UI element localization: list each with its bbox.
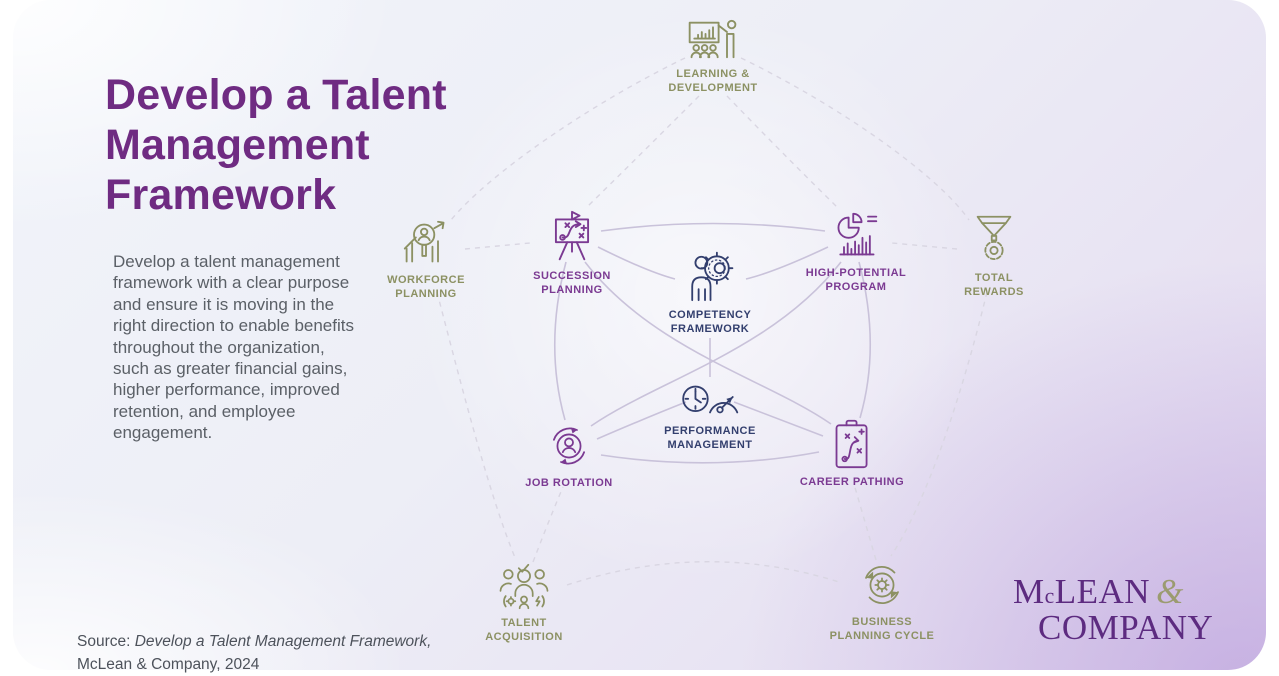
node-job-rotation: JOB ROTATION <box>489 422 649 491</box>
pie-bars-icon <box>831 212 881 260</box>
node-label: JOB ROTATION <box>525 477 612 491</box>
node-label: LEARNING & DEVELOPMENT <box>668 68 757 96</box>
logo-line2: COMPANY <box>1038 610 1233 645</box>
edge-ld-sp <box>587 96 699 207</box>
node-label: TOTAL REWARDS <box>964 272 1024 300</box>
mclean-company-logo: McLEAN& COMPANY <box>1013 574 1233 645</box>
node-label: BUSINESS PLANNING CYCLE <box>830 616 935 644</box>
team-icon <box>497 563 551 610</box>
logo-ampersand: & <box>1156 572 1184 611</box>
node-high-potential-program: HIGH-POTENTIAL PROGRAM <box>776 212 936 295</box>
magnifier-chart-icon <box>400 219 452 267</box>
edge-bpc-cp <box>854 484 876 560</box>
logo-line1: McLEAN& <box>1013 574 1233 609</box>
logo-lean: LEAN <box>1055 572 1150 611</box>
edge-ta-jr <box>533 487 563 562</box>
node-talent-acquisition: TALENT ACQUISITION <box>444 563 604 645</box>
node-label: TALENT ACQUISITION <box>485 617 563 645</box>
source-citation: Source: Develop a Talent Management Fram… <box>77 630 431 676</box>
edge-ld-hp <box>727 96 837 207</box>
presentation-icon <box>685 18 741 61</box>
logo-m: M <box>1013 572 1045 611</box>
page-title: Develop a Talent Management Framework <box>105 71 447 221</box>
node-competency-framework: COMPETENCY FRAMEWORK <box>630 249 790 337</box>
node-succession-planning: SUCCESSION PLANNING <box>492 210 652 298</box>
node-label: CAREER PATHING <box>800 476 904 490</box>
medal-icon <box>973 214 1015 265</box>
node-workforce-planning: WORKFORCE PLANNING <box>346 219 506 302</box>
source-work-title: Develop a Talent Management Framework, <box>135 633 432 650</box>
strategy-board-icon <box>549 210 595 263</box>
node-total-rewards: TOTAL REWARDS <box>914 214 1074 300</box>
node-label: PERFORMANCE MANAGEMENT <box>664 425 756 453</box>
source-publisher: McLean & Company, 2024 <box>77 656 259 673</box>
cycle-gear-icon <box>858 561 906 609</box>
source-prefix: Source: <box>77 633 135 650</box>
clock-gauge-icon <box>680 376 740 418</box>
node-career-pathing: CAREER PATHING <box>772 418 932 490</box>
node-business-planning-cycle: BUSINESS PLANNING CYCLE <box>802 561 962 644</box>
node-label: HIGH-POTENTIAL PROGRAM <box>806 267 907 295</box>
node-label: COMPETENCY FRAMEWORK <box>669 309 752 337</box>
clipboard-path-icon <box>831 418 873 469</box>
slide-background: Develop a Talent Management Framework De… <box>13 0 1266 670</box>
node-performance-management: PERFORMANCE MANAGEMENT <box>630 376 790 453</box>
node-learning-development: LEARNING & DEVELOPMENT <box>633 18 793 96</box>
edge-ta-bpc <box>567 562 839 585</box>
node-label: WORKFORCE PLANNING <box>387 274 465 302</box>
person-rotation-icon <box>545 422 593 470</box>
person-gear-icon <box>682 249 739 302</box>
logo-c: c <box>1045 584 1055 608</box>
intro-paragraph: Develop a talent management framework wi… <box>113 251 365 444</box>
node-label: SUCCESSION PLANNING <box>533 270 611 298</box>
